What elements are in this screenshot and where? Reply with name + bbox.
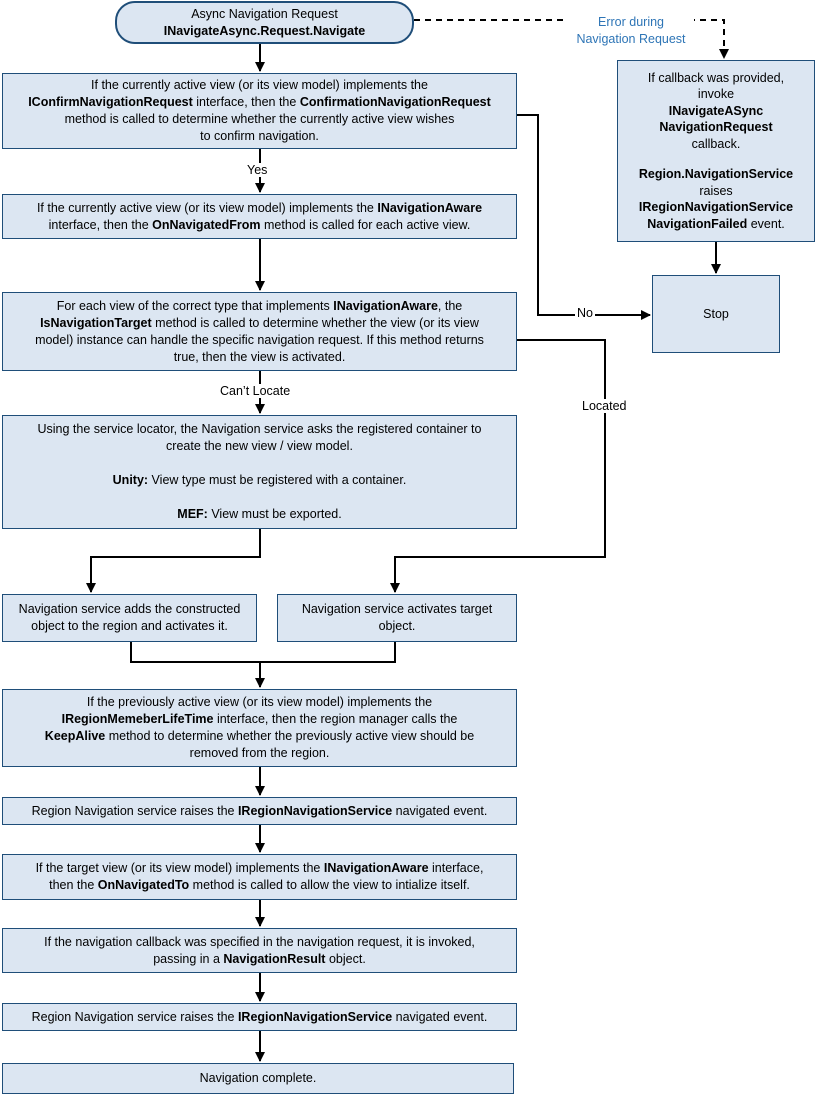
keepalive-line3a: KeepAlive	[44, 729, 106, 743]
callback-line2b: NavigationResult	[223, 951, 326, 966]
raise2-c: navigated event.	[392, 1009, 488, 1024]
target-line1a: For each view of the correct type that i…	[56, 298, 334, 313]
navigated-to-node: If the target view (or its view model) i…	[2, 854, 517, 900]
failed-line7: raises	[699, 183, 733, 198]
yes-label: Yes	[245, 163, 270, 177]
confirm-line4: to confirm navigation.	[200, 129, 319, 143]
is-navigation-target-node: For each view of the correct type that i…	[2, 292, 517, 371]
failed-line4: NavigationRequest	[659, 120, 773, 135]
navfrom-line2c: method is called for each active view.	[260, 217, 471, 232]
activates-line1: Navigation service activates target	[301, 602, 493, 616]
navfrom-line1b: INavigationAware	[377, 200, 483, 215]
complete-text: Navigation complete.	[199, 1071, 317, 1085]
failed-line1: If callback was provided,	[647, 70, 785, 85]
locator-unity-label: Unity:	[112, 473, 149, 487]
no-label: No	[575, 306, 595, 320]
located-label: Located	[580, 399, 629, 413]
target-line3: model) instance can handle the specific …	[35, 332, 484, 347]
navto-line2c: method is called to allow the view to in…	[189, 878, 470, 892]
locator-mef-label: MEF:	[177, 507, 208, 521]
error-label: Error during Navigation Request	[568, 14, 694, 48]
keepalive-line4: removed from the region.	[189, 746, 330, 760]
activates-line2: object.	[378, 619, 416, 633]
confirm-line2b: interface, then the	[192, 95, 300, 109]
adds-line2: object to the region and activates it.	[31, 619, 228, 633]
failed-line9b: event.	[747, 216, 785, 231]
target-line4: true, then the view is activated.	[173, 349, 346, 364]
service-locator-node: Using the service locator, the Navigatio…	[2, 415, 517, 529]
cant-locate-label: Can’t Locate	[218, 384, 293, 398]
navigation-complete-node: Navigation complete.	[2, 1063, 514, 1094]
callback-invoked-node: If the navigation callback was specified…	[2, 928, 517, 973]
raise1-a: Region Navigation service raises the	[31, 803, 238, 818]
keepalive-line2b: interface, then the region manager calls…	[213, 712, 458, 726]
error-line2: Navigation Request	[576, 32, 686, 46]
keepalive-line1: If the previously active view (or its vi…	[86, 695, 433, 709]
navto-line2a: then the	[49, 878, 98, 892]
navfrom-line2b: OnNavigatedFrom	[152, 217, 261, 232]
confirm-line2a: IConfirmNavigationRequest	[28, 95, 193, 109]
failed-line6: Region.NavigationService	[638, 167, 794, 182]
confirm-line1: If the currently active view (or its vie…	[91, 78, 428, 92]
target-line2a: IsNavigationTarget	[40, 315, 152, 330]
failed-line2: invoke	[697, 87, 735, 102]
navto-line2b: OnNavigatedTo	[97, 878, 190, 892]
navigation-failed-node: If callback was provided, invoke INaviga…	[617, 60, 815, 242]
keepalive-line2a: IRegionMemeberLifeTime	[61, 712, 214, 726]
raise-navigated-event-node-1: Region Navigation service raises the IRe…	[2, 797, 517, 825]
locator-unity-text: View type must be registered with a cont…	[148, 473, 407, 487]
failed-line5: callback.	[691, 136, 741, 151]
navto-line1b: INavigationAware	[323, 861, 429, 875]
raise1-c: navigated event.	[392, 803, 488, 818]
target-line1b: INavigationAware	[333, 298, 438, 313]
error-line1: Error during	[598, 15, 664, 29]
failed-line3: INavigateASync	[668, 103, 764, 118]
raise-navigated-event-node-2: Region Navigation service raises the IRe…	[2, 1003, 517, 1031]
callback-line1: If the navigation callback was specified…	[44, 934, 475, 949]
activates-target-node: Navigation service activates target obje…	[277, 594, 517, 642]
keepalive-line3b: method to determine whether the previous…	[105, 729, 475, 743]
async-navigation-request-node: Async Navigation Request INavigateAsync.…	[115, 1, 414, 44]
locator-mef-text: View must be exported.	[207, 507, 342, 521]
failed-line9: NavigationFailed	[647, 216, 748, 231]
raise2-a: Region Navigation service raises the	[31, 1009, 238, 1024]
callback-line2c: object.	[325, 951, 366, 966]
navigated-from-node: If the currently active view (or its vie…	[2, 194, 517, 239]
target-line1c: , the	[437, 298, 463, 313]
stop-text: Stop	[703, 306, 729, 321]
navfrom-line1a: If the currently active view (or its vie…	[36, 200, 378, 215]
navfrom-line2a: interface, then the	[48, 217, 153, 232]
keep-alive-node: If the previously active view (or its vi…	[2, 689, 517, 767]
adds-line1: Navigation service adds the constructed	[18, 602, 241, 616]
raise1-b: IRegionNavigationService	[237, 803, 393, 818]
stop-node: Stop	[652, 275, 780, 353]
confirm-line3: method is called to determine whether th…	[64, 112, 455, 126]
confirm-navigation-node: If the currently active view (or its vie…	[2, 73, 517, 149]
locator-line2: create the new view / view model.	[166, 439, 353, 453]
locator-line1: Using the service locator, the Navigatio…	[37, 422, 482, 436]
confirm-line2c: ConfirmationNavigationRequest	[299, 95, 491, 109]
raise2-b: IRegionNavigationService	[237, 1009, 393, 1024]
adds-constructed-object-node: Navigation service adds the constructed …	[2, 594, 257, 642]
start-line1: Async Navigation Request	[191, 6, 338, 21]
start-line2: INavigateAsync.Request.Navigate	[163, 23, 366, 38]
navto-line1c: interface,	[428, 861, 484, 875]
failed-line8: IRegionNavigationService	[638, 200, 794, 215]
target-line2b: method is called to determine whether th…	[151, 315, 479, 330]
callback-line2a: passing in a	[153, 951, 224, 966]
navto-line1a: If the target view (or its view model) i…	[35, 861, 324, 875]
